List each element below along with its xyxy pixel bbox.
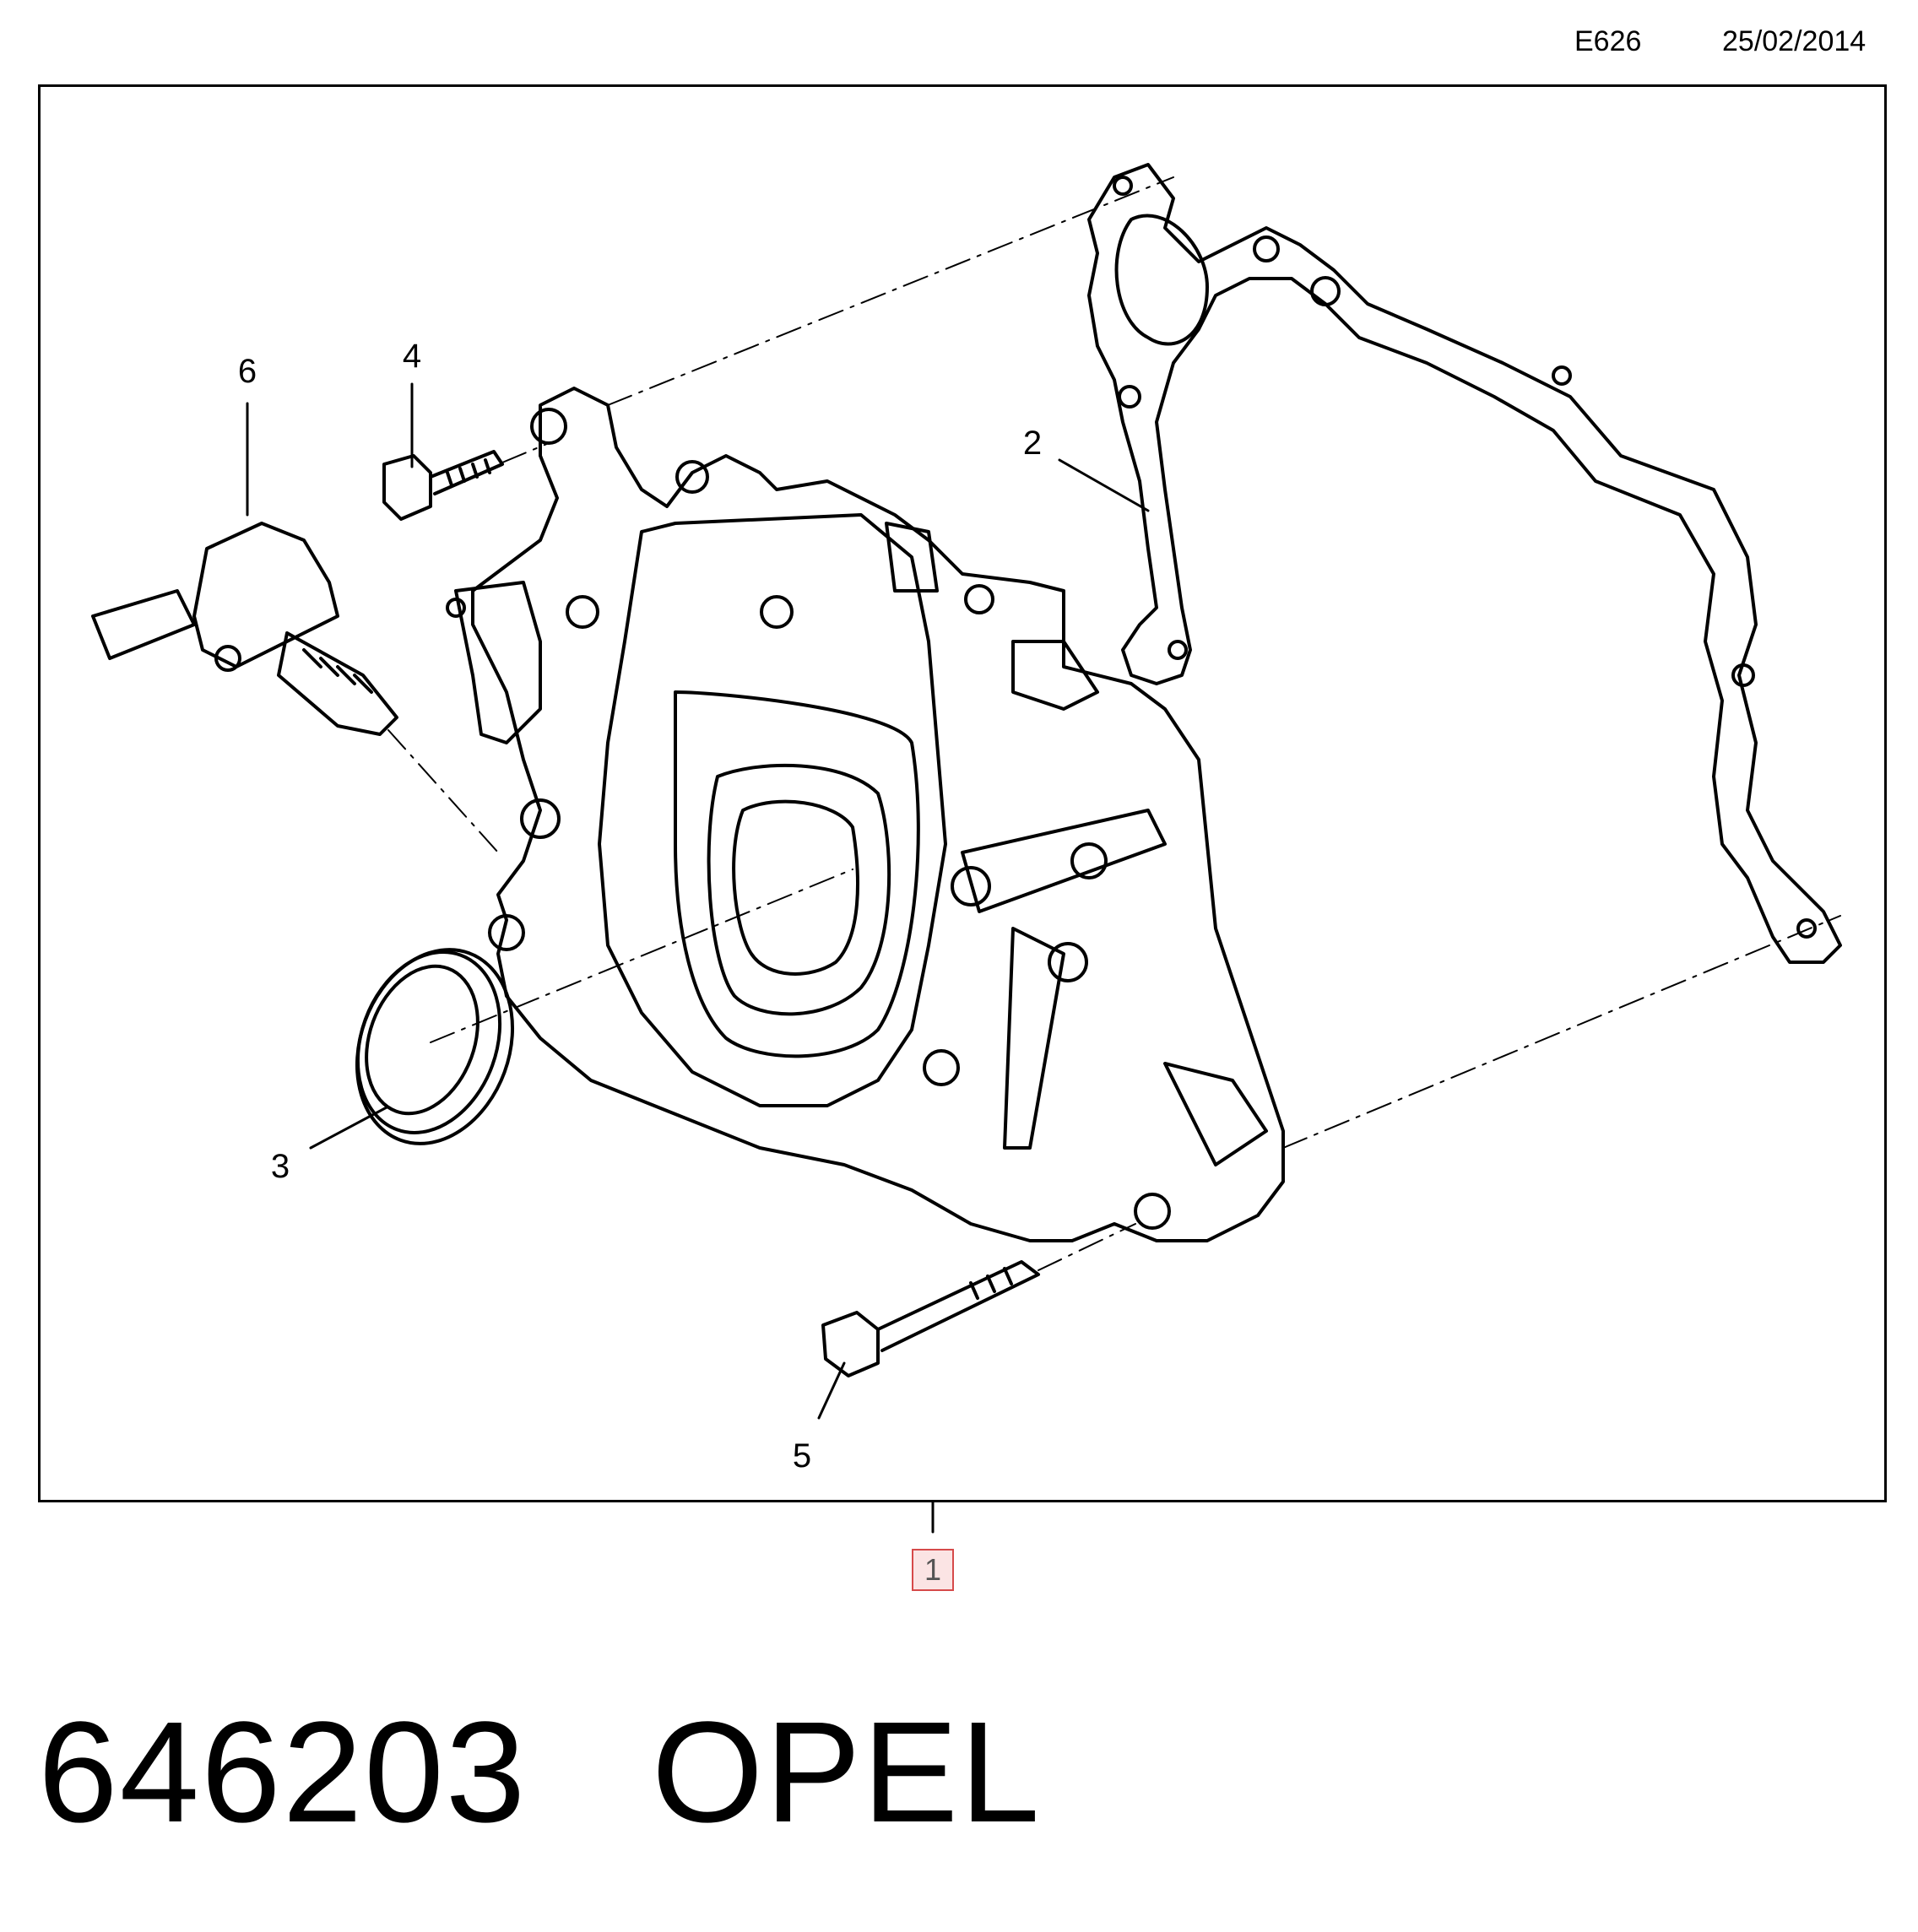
part-number: 646203 (38, 1692, 528, 1853)
callout-4: 4 (402, 338, 422, 375)
gasket-part (1087, 163, 1842, 964)
leader-lines (246, 382, 1150, 1420)
diagram-code: E626 (1574, 25, 1642, 57)
bolt-part-5 (821, 1260, 1040, 1377)
crankshaft-seal-part (355, 948, 515, 1145)
callout-2: 2 (1022, 425, 1043, 462)
alignment-lines (387, 176, 1841, 1271)
diagram-frame (38, 84, 1887, 1502)
part-title: 646203 OPEL (38, 1701, 1042, 1844)
bolt-part-4 (382, 450, 504, 521)
brand-name: OPEL (651, 1692, 1042, 1853)
reference-marker-1[interactable]: 1 (912, 1549, 954, 1591)
solenoid-valve-part (91, 522, 398, 736)
callout-3: 3 (270, 1148, 290, 1185)
diagram-date: 25/02/2014 (1722, 25, 1867, 57)
callout-5: 5 (792, 1437, 812, 1475)
timing-cover-housing (446, 387, 1285, 1242)
callout-6: 6 (237, 353, 257, 390)
